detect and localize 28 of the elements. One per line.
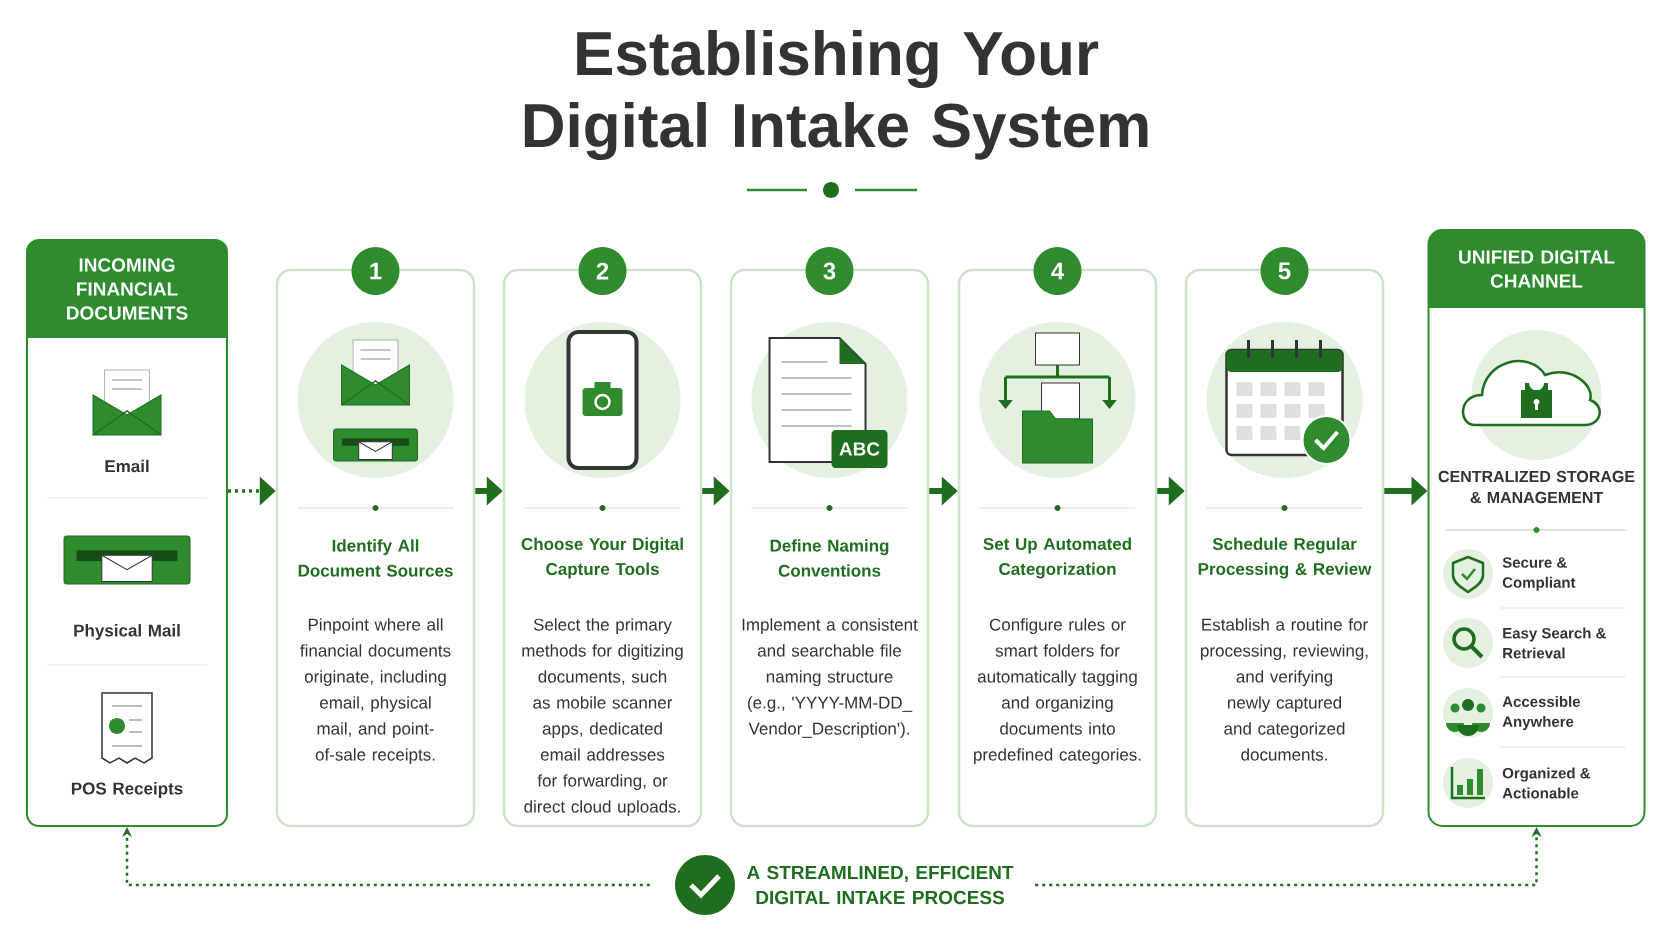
feature-label: Accessible Anywhere <box>1502 696 1581 730</box>
step-heading: Identify All Document Sources <box>298 539 453 577</box>
number-badge: 3 <box>805 247 854 295</box>
source-label: Email <box>105 459 149 473</box>
process-caption: A STREAMLINED, EFFICIENT DIGITAL INTAKE PROCESS <box>746 865 1014 905</box>
step-heading: Set Up Automated Categorization <box>983 537 1131 579</box>
panel-heading: INCOMING FINANCIAL DOCUMENTS <box>67 258 188 320</box>
number-badge: 4 <box>1033 247 1082 295</box>
feature-label: Secure & Compliant <box>1502 557 1576 591</box>
source-label: POS Receipts <box>71 782 183 798</box>
title: Establishing Your Digital Intake System <box>524 29 1148 161</box>
source-label: Physical Mail <box>74 624 180 640</box>
number-badge: 2 <box>578 247 627 295</box>
tag-badge: ABC <box>831 430 888 468</box>
number-badge: 1 <box>351 247 400 295</box>
step-description: Select the primary methods for digitizing documents, such as mobile scanner apps, dedicated email addresses for forwarding, or direct cloud uploads. <box>522 618 683 817</box>
step-description: Pinpoint where all financial documents originate, including email, physical mail, and point-of-sale receipts. <box>300 618 451 765</box>
panel-subheading: CENTRALIZED STORAGE & MANAGEMENT <box>1438 470 1635 504</box>
panel-heading: UNIFIED DIGITAL CHANNEL <box>1459 250 1615 288</box>
step-description: Establish a routine for processing, reviewing, and verifying newly captured and categorized documents. <box>1201 618 1368 761</box>
step-heading: Schedule Regular Processing & Review <box>1198 537 1372 579</box>
step-heading: Choose Your Digital Capture Tools <box>521 537 683 579</box>
step-description: Implement a consistent and searchable file naming structure (e.g., 'YYYY-MM-DD_ Vendor_Description'). <box>742 618 918 739</box>
step-description: Configure rules or smart folders for automatically tagging and organizing documents into predefined categories. <box>974 618 1141 765</box>
number-badge: 5 <box>1260 247 1309 295</box>
step-heading: Define Naming Conventions <box>770 539 889 577</box>
feature-label: Organized & Actionable <box>1502 767 1591 799</box>
feature-label: Easy Search & Retrieval <box>1503 627 1606 659</box>
